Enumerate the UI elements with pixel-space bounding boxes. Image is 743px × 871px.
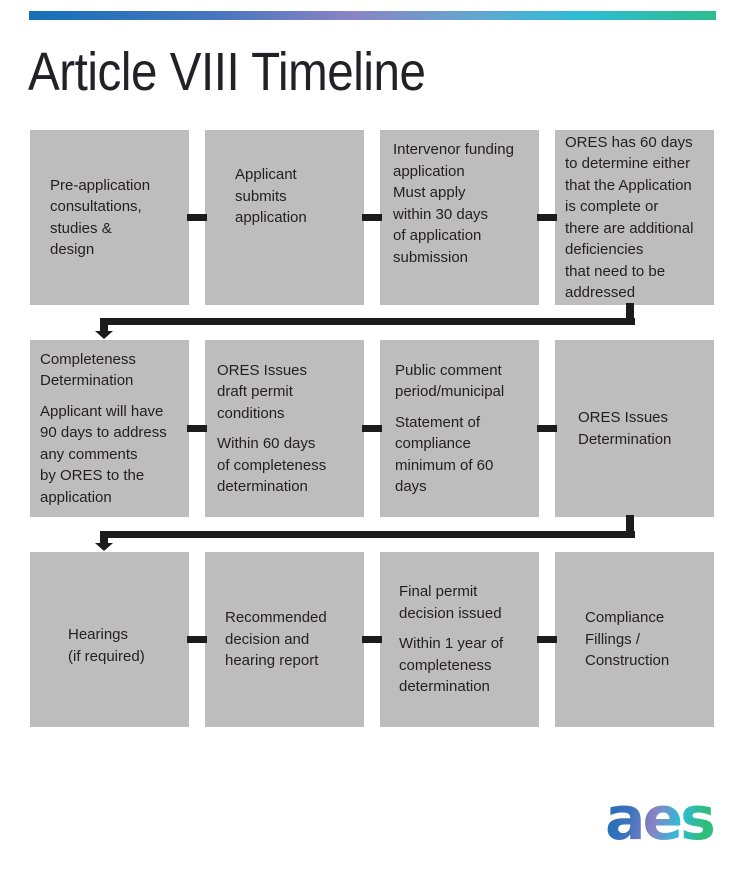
box-paragraph: ORES Issues Determination: [578, 409, 672, 448]
box-paragraph: Completeness Determination: [40, 350, 136, 390]
flow-box-hearings: Hearings (if required): [30, 552, 189, 727]
connector-elbow2-vertical: [626, 515, 634, 538]
connector-elbow1-horizontal: [100, 318, 635, 325]
connector-elbow2-arrow-shaft: [100, 538, 108, 544]
page-title: Article VIII Timeline: [28, 42, 426, 102]
connector-elbow2-horizontal: [100, 531, 635, 538]
connector-dash-row2-2: [362, 425, 382, 432]
connector-dash-row3-1: [187, 636, 207, 643]
box-paragraph: Pre-application consultations, studies &…: [50, 176, 151, 259]
arrow-down-icon: [95, 543, 113, 551]
connector-dash-row1-2: [362, 214, 382, 221]
flow-box-applicant-submits: Applicant submits application: [205, 130, 364, 305]
flow-box-completeness-determination: Completeness Determination Applicant wil…: [30, 340, 189, 517]
box-paragraph: Recommended decision and hearing report: [225, 609, 327, 670]
flow-box-public-comment: Public comment period/municipal Statemen…: [380, 340, 539, 517]
connector-elbow1-vertical: [626, 303, 634, 325]
box-paragraph: Statement of compliance minimum of 60 da…: [395, 413, 494, 496]
box-paragraph: Within 60 days of completeness determina…: [217, 435, 327, 495]
flow-box-ores-60-days: ORES has 60 days to determine either tha…: [555, 130, 714, 305]
connector-dash-row3-2: [362, 636, 382, 643]
flow-box-intervenor-funding: Intervenor funding application Must appl…: [380, 130, 539, 305]
flow-box-ores-determination: ORES Issues Determination: [555, 340, 714, 517]
box-paragraph: Within 1 year of completeness determinat…: [399, 635, 504, 696]
aes-logo: aes: [605, 784, 716, 854]
connector-dash-row1-1: [187, 214, 207, 221]
connector-elbow1-arrow-shaft: [100, 325, 108, 332]
arrow-down-icon: [95, 331, 113, 339]
box-paragraph: Final permit decision issued: [399, 583, 502, 622]
flow-box-draft-permit-conditions: ORES Issues draft permit conditions With…: [205, 340, 364, 517]
flow-box-pre-application: Pre-application consultations, studies &…: [30, 130, 189, 305]
box-paragraph: Compliance Fillings / Construction: [585, 609, 670, 670]
box-paragraph: Hearings (if required): [68, 626, 145, 665]
box-paragraph: ORES Issues draft permit conditions: [217, 361, 308, 422]
connector-dash-row2-1: [187, 425, 207, 432]
box-paragraph: Intervenor funding application Must appl…: [393, 141, 514, 266]
flow-box-recommended-decision: Recommended decision and hearing report: [205, 552, 364, 727]
box-paragraph: Public comment period/municipal: [395, 361, 505, 401]
gradient-accent-bar: [29, 11, 716, 20]
box-paragraph: Applicant will have 90 days to address a…: [40, 402, 167, 506]
box-paragraph: Applicant submits application: [235, 166, 307, 227]
connector-dash-row1-3: [537, 214, 557, 221]
box-paragraph: ORES has 60 days to determine either tha…: [565, 133, 694, 302]
connector-dash-row2-3: [537, 425, 557, 432]
flow-box-final-permit-decision: Final permit decision issued Within 1 ye…: [380, 552, 539, 727]
connector-dash-row3-3: [537, 636, 557, 643]
flow-box-compliance-construction: Compliance Fillings / Construction: [555, 552, 714, 727]
